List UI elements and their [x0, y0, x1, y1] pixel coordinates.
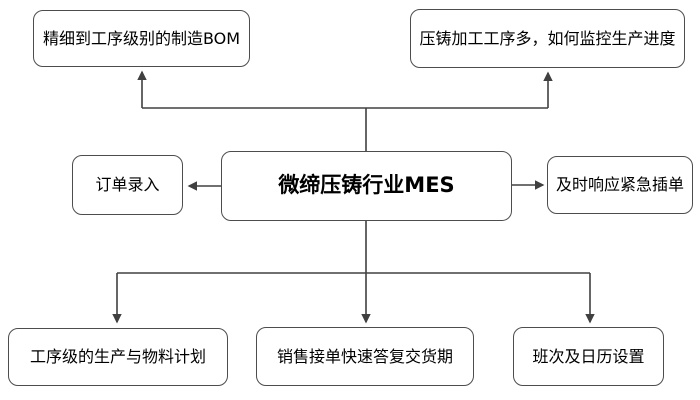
- node-production-material-plan: 工序级的生产与物料计划: [8, 328, 228, 386]
- node-monitor-production-progress: 压铸加工工序多，如何监控生产进度: [410, 9, 685, 68]
- node-urgent-order-response: 及时响应紧急插单: [547, 156, 693, 214]
- node-production-material-plan-label: 工序级的生产与物料计划: [29, 347, 206, 367]
- connector-bottom-tee: [117, 221, 590, 274]
- node-manufacturing-bom-label: 精细到工序级别的制造BOM: [42, 28, 241, 48]
- node-shift-calendar-setup-label: 班次及日历设置: [532, 346, 645, 366]
- node-order-entry-label: 订单录入: [95, 175, 160, 195]
- node-delivery-date-reply-label: 销售接单快速答复交货期: [276, 346, 453, 366]
- connector-top-tee: [142, 107, 548, 151]
- node-delivery-date-reply: 销售接单快速答复交货期: [256, 327, 474, 386]
- node-order-entry: 订单录入: [72, 155, 183, 215]
- node-shift-calendar-setup: 班次及日历设置: [513, 327, 664, 386]
- node-mes-center-label: 微缔压铸行业MES: [278, 173, 455, 198]
- node-manufacturing-bom: 精细到工序级别的制造BOM: [33, 10, 250, 67]
- node-monitor-production-progress-label: 压铸加工工序多，如何监控生产进度: [419, 28, 676, 48]
- node-urgent-order-response-label: 及时响应紧急插单: [555, 175, 684, 195]
- node-mes-center: 微缔压铸行业MES: [221, 151, 512, 221]
